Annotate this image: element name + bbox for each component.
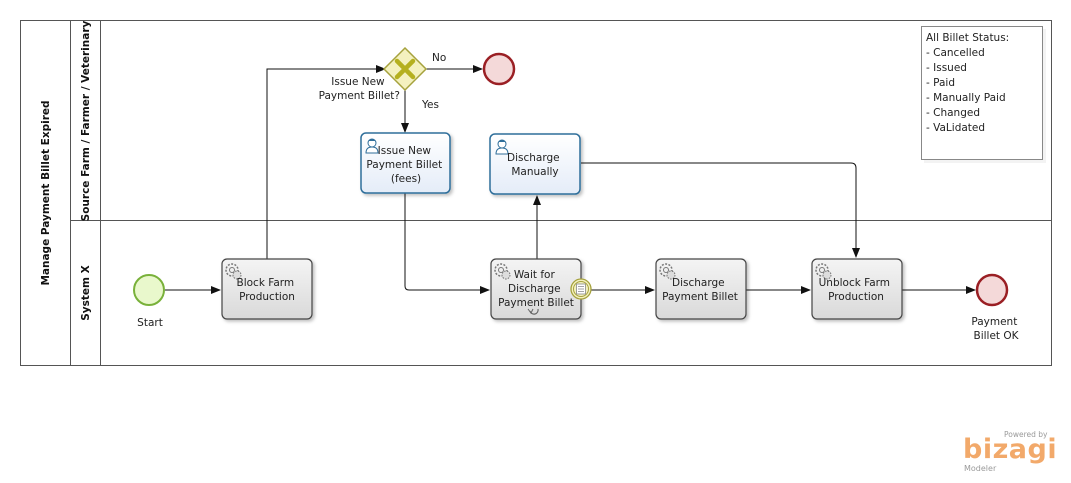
svg-text:Unblock Farm Production: Unblock Farm Production [819, 277, 894, 303]
task-label-line: Discharge [507, 152, 560, 164]
end-event-payment-ok[interactable] [975, 273, 1009, 307]
svg-text:Wait for Discharge: Wait for Discharge Payment Billet [498, 269, 574, 309]
flow-issue-to-wait [404, 193, 490, 294]
user-icon [365, 138, 379, 154]
svg-text:All Billet Status: - Can: All Billet Status: - Cancelled - Issued … [926, 32, 1013, 134]
bizagi-logo: bizagi [963, 434, 1058, 465]
gear-icon [225, 263, 242, 280]
task-label-line: Payment Billet [366, 159, 442, 171]
task-discharge-payment-billet[interactable]: Discharge Payment Billet [655, 258, 747, 320]
conditional-boundary-event[interactable] [570, 278, 592, 300]
end-event-no[interactable] [482, 52, 516, 86]
task-issue-new-payment-billet[interactable]: Issue New Payment Billet (fees) [360, 132, 451, 194]
gear-icon [659, 263, 676, 280]
task-discharge-manually[interactable]: Discharge Manually [489, 133, 581, 195]
user-icon [495, 139, 509, 155]
loop-arrow-icon [527, 308, 534, 314]
start-event-label: Start [137, 317, 163, 329]
task-label-line: Manually [511, 166, 558, 178]
task-label-line: Block Farm [237, 277, 295, 289]
task-block-farm-production[interactable]: Block Farm Production [221, 258, 313, 320]
note-line: - Changed [926, 107, 980, 119]
task-wait-for-discharge[interactable]: Wait for Discharge Payment Billet [490, 258, 582, 320]
note-line: - Issued [926, 62, 967, 74]
pool-title: Manage Payment Billet Expired [40, 100, 52, 285]
flow-block-to-gateway [266, 65, 386, 259]
status-note[interactable]: All Billet Status: - Cancelled - Issued … [921, 26, 1047, 164]
note-line: - Cancelled [926, 47, 985, 59]
gear-icon [815, 263, 832, 280]
lane-title-system-x: System X [80, 265, 92, 321]
task-label-line: Wait for [514, 269, 556, 281]
task-label-line: Production [239, 291, 295, 303]
lane-title-source-farm: Source Farm / Farmer / Veterinary [80, 20, 92, 221]
task-label-line: Payment Billet [498, 297, 574, 309]
task-unblock-farm-production[interactable]: Unblock Farm Production [811, 258, 903, 320]
svg-text:Block Farm Production: Block Farm Production [237, 277, 298, 303]
task-label-line: Production [828, 291, 884, 303]
task-label-line: Discharge [508, 283, 561, 295]
note-line: - VaLidated [926, 122, 985, 134]
svg-text:Issue New Payment Billet: Issue New Payment Billet (fees) [366, 145, 445, 185]
exclusive-gateway[interactable] [382, 46, 428, 92]
task-label-line: Discharge [672, 277, 725, 289]
note-line: All Billet Status: [926, 32, 1009, 44]
note-line: - Paid [926, 77, 955, 89]
task-label-line: Unblock Farm [819, 277, 890, 289]
gateway-x-icon [394, 58, 416, 80]
gateway-label: Issue New Payment Billet? [319, 76, 400, 102]
start-event[interactable] [133, 274, 165, 306]
powered-by-text: Powered by [1004, 430, 1048, 439]
task-label-line: (fees) [391, 173, 421, 185]
modeler-text: Modeler [964, 464, 997, 473]
note-line: - Manually Paid [926, 92, 1006, 104]
svg-text:Discharge Payment Billet: Discharge Payment Billet [662, 277, 738, 303]
end-event-label: Payment Billet OK [971, 316, 1020, 342]
flow-label-yes: Yes [421, 99, 439, 111]
task-label-line: Issue New [378, 145, 432, 157]
flow-manual-to-unblock [581, 162, 860, 258]
task-label-line: Payment Billet [662, 291, 738, 303]
svg-text:Discharge Manually: Discharge Manually [507, 152, 563, 178]
gear-icon [494, 263, 511, 280]
flow-label-no: No [432, 52, 446, 64]
